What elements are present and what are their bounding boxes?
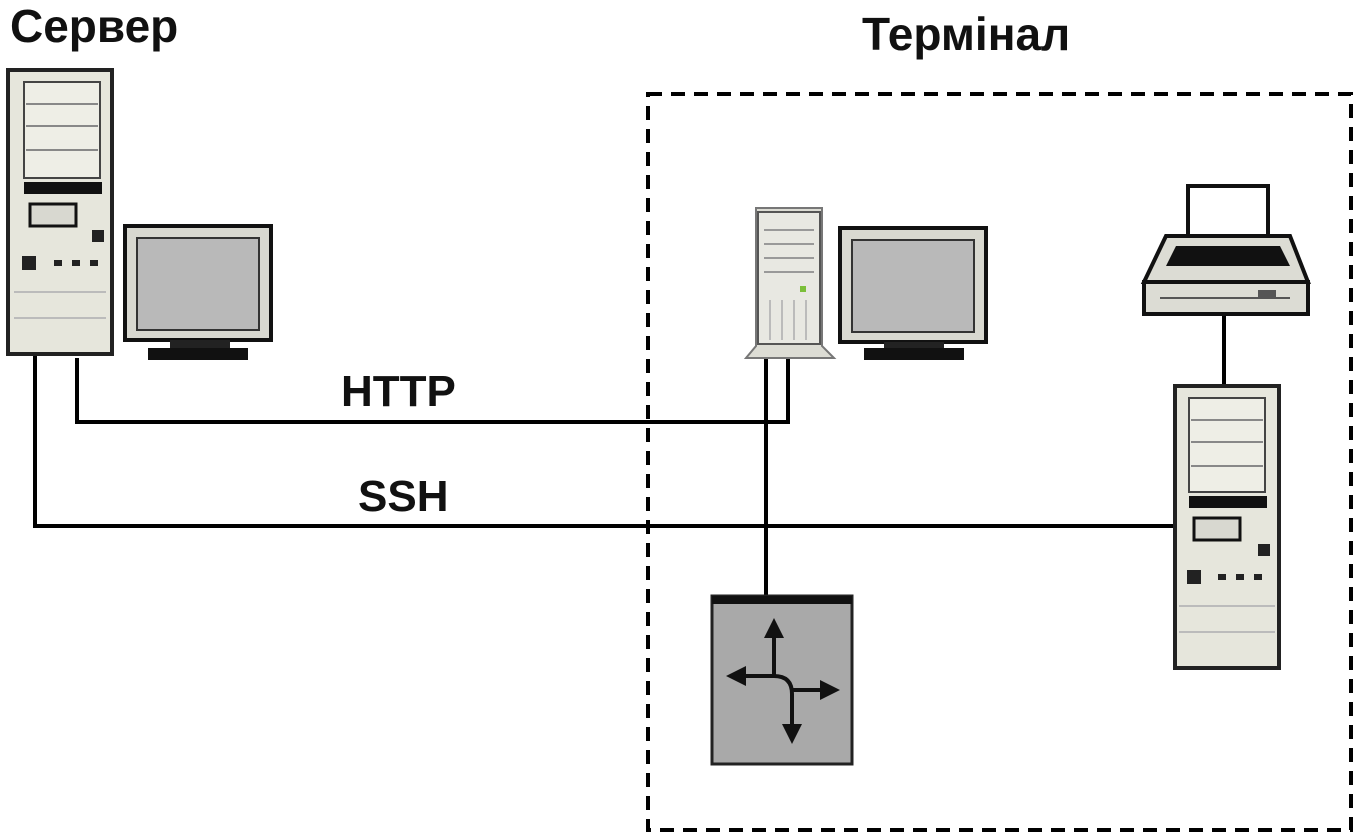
connections: [33, 314, 1226, 600]
ssh-label: SSH: [358, 472, 448, 521]
http-label: HTTP: [341, 367, 456, 416]
desktop-tower-icon: [1173, 384, 1281, 670]
ssh-link: [33, 352, 1180, 528]
server-title: Сервер: [10, 0, 178, 52]
terminal-title: Термінал: [862, 8, 1070, 60]
server-tower-icon: [743, 207, 837, 359]
printer-icon: [1140, 184, 1311, 316]
desktop-tower-icon: [6, 68, 114, 356]
terminal-boundary: [646, 92, 1353, 832]
monitor-icon: [123, 224, 273, 360]
http-link: [75, 358, 790, 424]
monitor-icon: [838, 226, 988, 360]
router-icon: [710, 594, 854, 766]
